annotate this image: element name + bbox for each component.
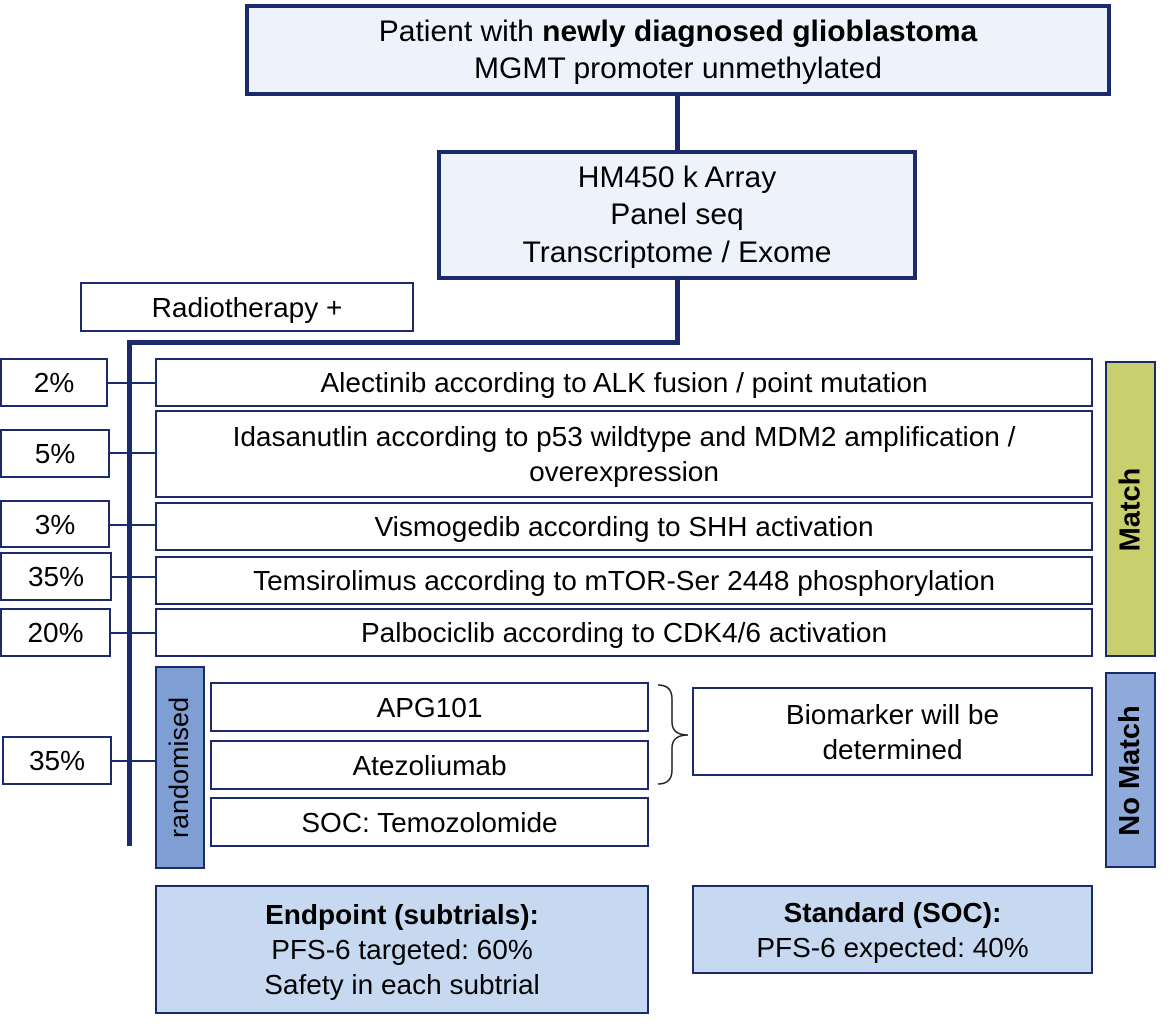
- randomised-arm-box: APG101: [210, 682, 649, 732]
- standard-box: Standard (SOC): PFS-6 expected: 40%: [692, 885, 1093, 974]
- analysis-line: Transcriptome / Exome: [522, 235, 832, 269]
- trunk-line: [127, 340, 132, 846]
- arm-box: Alectinib according to ALK fusion / poin…: [155, 358, 1093, 407]
- patient-line1: Patient with newly diagnosed glioblastom…: [378, 14, 978, 48]
- connector-analysis: [675, 278, 680, 344]
- pct-box: 35%: [0, 552, 112, 601]
- radiotherapy-box: Radiotherapy +: [80, 282, 414, 332]
- arm-box: Palbociclib according to CDK4/6 activati…: [155, 608, 1093, 657]
- no-match-label: No Match: [1105, 672, 1156, 868]
- pct-connector: [109, 632, 157, 634]
- pct-box: 35%: [2, 736, 112, 785]
- analysis-line: Panel seq: [610, 198, 744, 232]
- patient-box: Patient with newly diagnosed glioblastom…: [245, 4, 1111, 96]
- pct-connector: [107, 382, 157, 384]
- pct-box: 2%: [0, 358, 108, 407]
- biomarker-box: Biomarker will be determined: [692, 687, 1093, 776]
- standard-line: PFS-6 expected: 40%: [756, 931, 1029, 963]
- arm-box: Vismogedib according to SHH activation: [155, 502, 1093, 551]
- pct-box: 3%: [0, 500, 110, 548]
- arm-box: Temsirolimus according to mTOR-Ser 2448 …: [155, 556, 1093, 605]
- endpoint-line: PFS-6 targeted: 60%: [271, 934, 533, 965]
- diagnosis-text: newly diagnosed glioblastoma: [542, 14, 978, 48]
- analysis-line: HM450 k Array: [577, 160, 777, 194]
- pct-connector: [108, 524, 157, 526]
- endpoint-box: Endpoint (subtrials): PFS-6 targeted: 60…: [155, 885, 649, 1014]
- connector-top: [675, 94, 680, 152]
- pct-connector: [108, 452, 157, 454]
- endpoint-title: Endpoint (subtrials):: [265, 899, 539, 930]
- endpoint-line: Safety in each subtrial: [264, 969, 540, 1000]
- match-label: Match: [1105, 361, 1156, 657]
- analysis-box: HM450 k Array Panel seq Transcriptome / …: [437, 150, 917, 280]
- randomised-arm-box: SOC: Temozolomide: [210, 797, 649, 847]
- randomised-label: randomised: [155, 666, 205, 869]
- randomised-arm-box: Atezoliumab: [210, 740, 649, 790]
- pct-connector: [110, 576, 157, 578]
- mgmt-status: MGMT promoter unmethylated: [474, 52, 882, 85]
- pct-box: 20%: [0, 608, 111, 657]
- pct-connector: [111, 760, 157, 762]
- pct-box: 5%: [0, 429, 110, 478]
- standard-title: Standard (SOC):: [783, 896, 1002, 928]
- connector-horizontal: [127, 340, 680, 345]
- arm-box: Idasanutlin according to p53 wildtype an…: [155, 410, 1093, 498]
